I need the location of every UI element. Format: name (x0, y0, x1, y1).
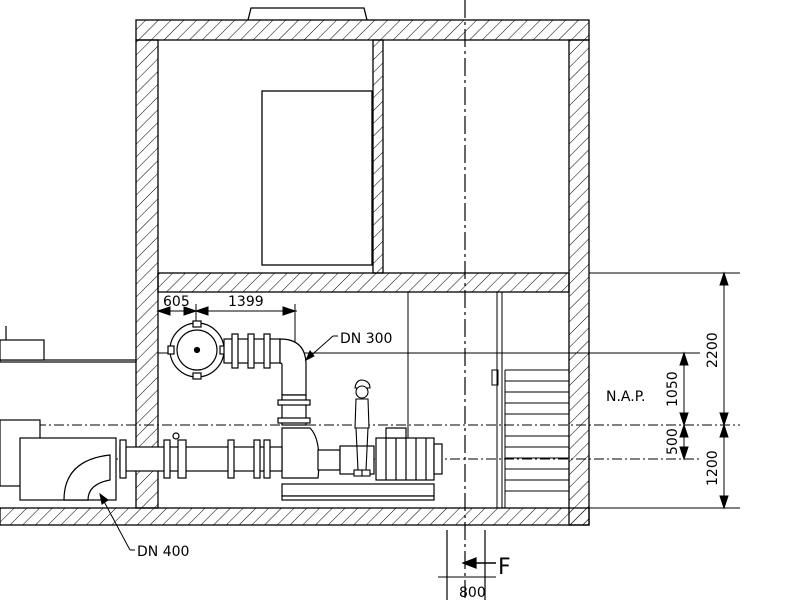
ground-floor-slab (0, 507, 590, 526)
dn400-leader (99, 492, 135, 551)
roof-cap (247, 7, 368, 21)
dn300-leader (304, 335, 338, 362)
suction-piping (119, 432, 283, 479)
left-wall (135, 39, 159, 509)
dimension-chain-top (156, 304, 297, 345)
section-letter: F (498, 555, 511, 580)
nap-label: N.A.P. (606, 389, 645, 405)
dn400-label: DN 400 (137, 544, 189, 560)
stairs (491, 369, 569, 508)
dimension-500: 500 (665, 428, 681, 455)
right-wall (568, 39, 590, 526)
section-centerline (438, 0, 496, 600)
dimension-1200: 1200 (705, 450, 721, 486)
motor-body (375, 437, 435, 481)
pump-baseframe (281, 483, 435, 497)
pump-unit (281, 427, 443, 501)
dimension-2200: 2200 (705, 332, 721, 368)
dimension-chain-right (679, 271, 729, 510)
roof-slab (135, 19, 590, 41)
dimension-1399: 1399 (228, 294, 264, 310)
dimension-605: 605 (163, 294, 190, 310)
inlet-structure (0, 326, 137, 501)
discharge-piping (167, 320, 311, 426)
dn300-label: DN 300 (340, 331, 392, 347)
upper-room-panel (261, 90, 373, 266)
building-walls (0, 7, 590, 526)
upper-partition-wall (372, 39, 384, 274)
middle-floor-slab (157, 272, 570, 293)
person-figure (353, 379, 371, 477)
dimension-800: 800 (459, 585, 486, 600)
dimension-1050: 1050 (665, 371, 681, 407)
